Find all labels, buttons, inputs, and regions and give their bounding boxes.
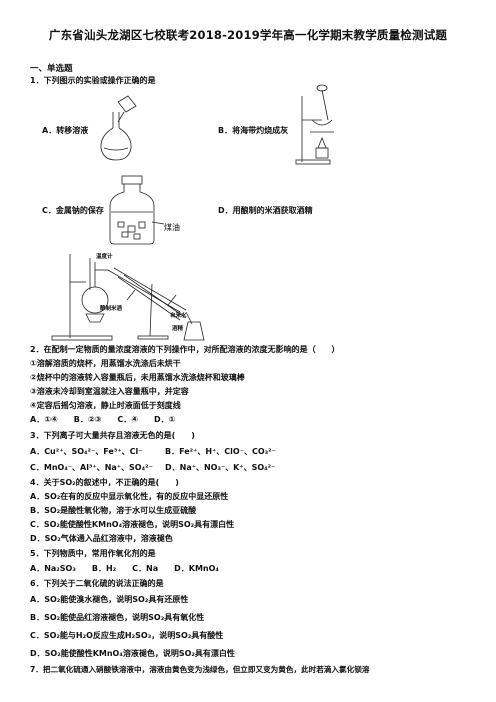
q2-statement-2: ②烧杯中的溶液转入容量瓶后，未用蒸馏水洗涤烧杯和玻璃棒 [30,373,245,382]
q2-statement-4: ④定容后摇匀溶液，静止时液面低于刻度线 [30,401,181,410]
q4-option-d: D．SO₂气体通入品红溶液中，溶液褪色 [30,534,173,543]
q6-option-b: B．SO₂能使品红溶液褪色，说明SO₂具有氧化性 [30,613,205,622]
q2-statement-3: ③溶液未冷却到室温就注入容量瓶中，并定容 [30,387,189,396]
q4-option-a: A．SO₂在有的反应中显示氧化性，有的反应中显还原性 [30,492,229,501]
q5-options: A．Na₂SO₃ B．H₂ C．Na D．KMnO₄ [30,564,219,573]
q3-option-a: A．Cu²⁺、SO₄²⁻、Fe³⁺、Cl⁻ [30,447,143,456]
q1-option-c: C．金属钠的保存 [42,206,104,215]
q2-stem: 2．在配制一定物质的量浓度溶液的下列操作中，对所配溶液的浓度无影响的是（ ） [30,345,340,354]
q1-option-d: D．用酿制的米酒获取酒精 [218,206,313,215]
page-title: 广东省汕头龙湖区七校联考2018-2019学年高一化学期末教学质量检测试题 [48,28,448,42]
q3-option-b: B．Fe²⁺、H⁺、ClO⁻、CO₃²⁻ [165,447,276,456]
q5-stem: 5．下列物质中，常用作氧化剂的是 [30,549,156,558]
label-water-in: 自来水 [170,313,187,319]
q2-statement-1: ①溶解溶质的烧杯，用蒸馏水洗涤后未烘干 [30,359,181,368]
q4-stem: 4．关于SO₂的叙述中，不正确的是( ) [30,478,179,487]
q4-option-c: C．SO₂能使酸性KMnO₄溶液褪色，说明SO₂具有漂白性 [30,520,235,529]
q3-option-c: C．MnO₄⁻、Al³⁺、Na⁺、SO₄²⁻ [30,463,153,472]
section-heading: 一、单选题 [30,64,73,74]
q2-options: A．①④ B．②③ C．④ D．① [30,415,176,424]
q7-stem: 7．把二氧化硫通入硝酸铁溶液中，溶液由黄色变为浅绿色，但立即又变为黄色，此时若滴… [30,665,370,674]
label-spirit: 酒精 [172,326,184,332]
q3-stem: 3．下列离子可大量共存且溶液无色的是( ) [30,431,195,440]
ring-stand-icon [295,84,334,165]
q3-option-d: D．Na⁺、NO₃⁻、K⁺、SO₄²⁻ [165,463,276,472]
label-thermometer: 温度计 [96,254,113,260]
volumetric-flask-icon [100,95,137,161]
q1-option-b: B．将海带灼烧成灰 [218,126,289,135]
q4-option-b: B．SO₂是酸性氧化物，溶于水可以生成亚硫酸 [30,506,197,515]
q1-stem: 1．下列图示的实验或操作正确的是 [30,76,156,85]
label-coal-oil: 煤油 [164,223,180,232]
distillation-apparatus-icon [51,254,205,341]
label-bath: 酿制米酒 [100,306,123,312]
reagent-bottle-icon [109,175,165,245]
q6-option-c: C．SO₂能与H₂O反应生成H₂SO₃，说明SO₂具有酸性 [30,631,224,640]
q1-option-a: A．转移溶液 [42,126,89,135]
q6-option-d: D．SO₂能使酸性KMnO₄溶液褪色，说明SO₂具有漂白性 [30,649,235,658]
q6-stem: 6．下列关于二氧化硫的说法正确的是 [30,579,164,588]
q6-option-a: A．SO₂能使溴水褪色，说明SO₂具有还原性 [30,595,189,604]
